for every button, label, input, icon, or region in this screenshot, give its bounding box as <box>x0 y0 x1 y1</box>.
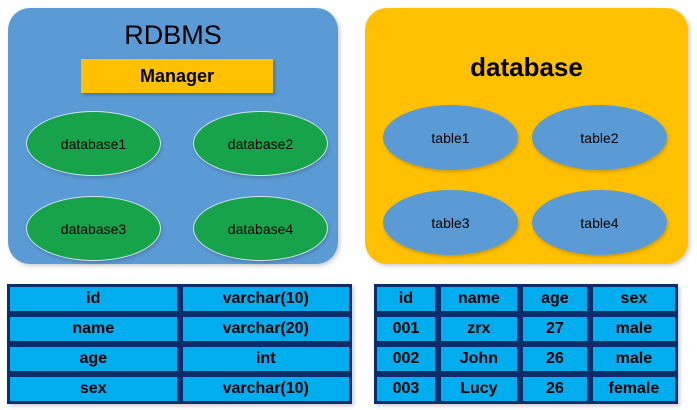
rows-cell-sex: male <box>589 344 678 374</box>
table-row: id varchar(10) <box>7 284 352 314</box>
schema-type-cell: varchar(20) <box>179 314 352 344</box>
rows-header-id: id <box>374 284 438 314</box>
database-ellipse-1: database1 <box>26 111 161 176</box>
table-row: 003 Lucy 26 female <box>374 374 678 404</box>
table-header-row: id name age sex <box>374 284 678 314</box>
table-row: 002 John 26 male <box>374 344 678 374</box>
table-ellipse-4-label: table4 <box>580 214 619 231</box>
table-row: name varchar(20) <box>7 314 352 344</box>
rdbms-panel: RDBMS Manager database1 database2 databa… <box>8 8 338 264</box>
database-ellipse-4-label: database4 <box>227 220 294 237</box>
rdbms-panel-title: RDBMS <box>124 20 222 50</box>
table-ellipse-3-label: table3 <box>431 214 470 231</box>
rows-table: id name age sex 001 zrx 27 male 002 John… <box>374 284 678 404</box>
rows-header-name: name <box>437 284 520 314</box>
schema-table: id varchar(10) name varchar(20) age int … <box>7 284 352 404</box>
database-ellipse-2: database2 <box>193 111 328 176</box>
table-row: sex varchar(10) <box>7 374 352 404</box>
rows-cell-name: Lucy <box>437 374 520 404</box>
database-panel-title: database <box>470 52 583 82</box>
schema-field-cell: age <box>7 344 180 374</box>
rows-cell-name: John <box>437 344 520 374</box>
rows-cell-name: zrx <box>437 314 520 344</box>
rows-cell-sex: female <box>589 374 678 404</box>
rows-cell-sex: male <box>589 314 678 344</box>
table-row: age int <box>7 344 352 374</box>
rows-cell-age: 27 <box>519 314 590 344</box>
table-ellipse-2: table2 <box>532 105 667 170</box>
table-ellipse-2-label: table2 <box>580 129 619 146</box>
schema-field-cell: name <box>7 314 180 344</box>
database-ellipse-3-label: database3 <box>60 220 127 237</box>
schema-field-cell: sex <box>7 374 180 404</box>
database-ellipse-3: database3 <box>26 196 161 261</box>
table-ellipse-1: table1 <box>383 105 518 170</box>
database-ellipse-2-label: database2 <box>227 135 294 152</box>
schema-type-cell: int <box>179 344 352 374</box>
schema-type-cell: varchar(10) <box>179 284 352 314</box>
table-row: 001 zrx 27 male <box>374 314 678 344</box>
rows-cell-id: 001 <box>374 314 438 344</box>
rows-cell-id: 002 <box>374 344 438 374</box>
schema-type-cell: varchar(10) <box>179 374 352 404</box>
manager-label: Manager <box>139 65 215 86</box>
rows-cell-id: 003 <box>374 374 438 404</box>
rows-header-age: age <box>519 284 590 314</box>
rows-cell-age: 26 <box>519 374 590 404</box>
table-ellipse-1-label: table1 <box>431 129 470 146</box>
table-ellipse-4: table4 <box>532 190 667 255</box>
rows-header-sex: sex <box>589 284 678 314</box>
schema-field-cell: id <box>7 284 180 314</box>
rows-cell-age: 26 <box>519 344 590 374</box>
database-ellipse-1-label: database1 <box>60 135 127 152</box>
table-ellipse-3: table3 <box>383 190 518 255</box>
database-ellipse-4: database4 <box>193 196 328 261</box>
manager-box: Manager <box>81 59 273 93</box>
